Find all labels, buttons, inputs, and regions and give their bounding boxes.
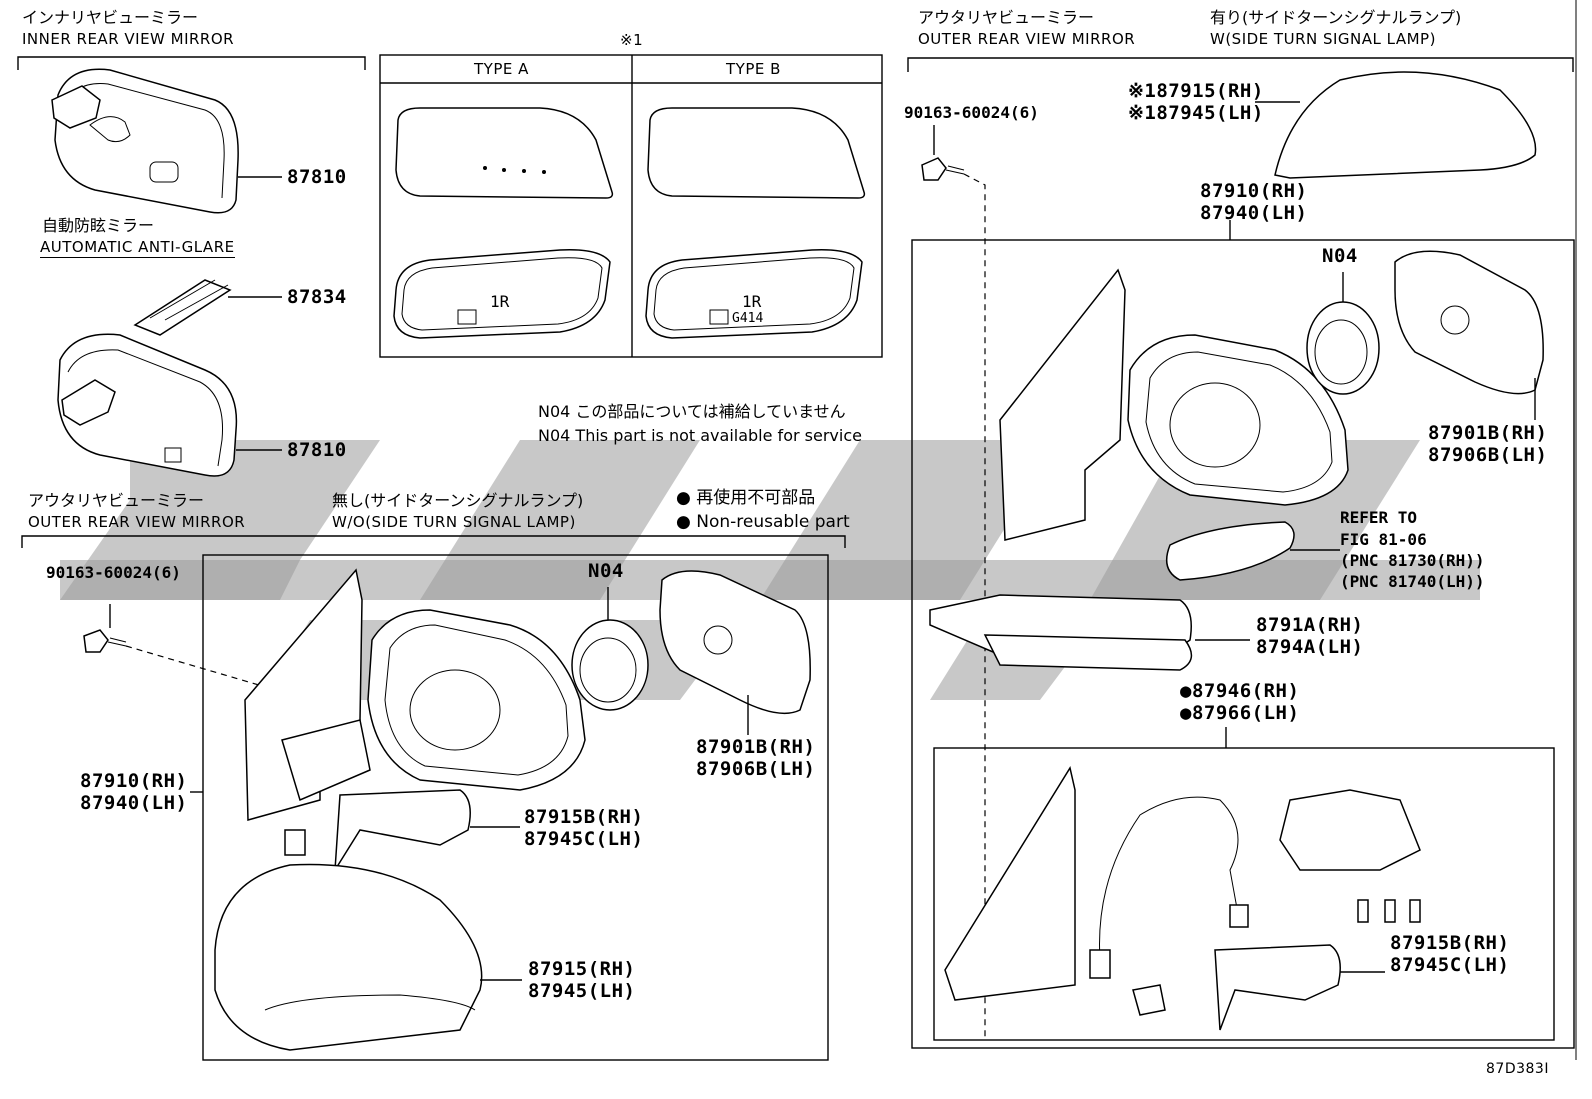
- body-lh-left: 87940(LH): [80, 792, 188, 814]
- inner-mirror-title-en: INNER REAR VIEW MIRROR: [22, 30, 235, 48]
- auto-antiglare-jp: 自動防眩ミラー: [42, 216, 155, 235]
- part-87810-bottom: 87810: [287, 439, 347, 461]
- type-b-glass: [647, 107, 866, 199]
- cap-rh-left: 87915(RH): [528, 958, 636, 980]
- glass-rh-left: 87901B(RH): [696, 736, 816, 758]
- nonreuse-note-en: ● Non-reusable part: [676, 512, 850, 532]
- inner-mirror-top-illustration: [54, 68, 239, 214]
- outer-left-sub-jp: 無し(サイドターンシグナルランプ): [332, 491, 584, 510]
- turn-signal-lamp: [1165, 521, 1295, 581]
- mirror-body-right: [999, 268, 1126, 541]
- base-rh-right: 8791A(RH): [1256, 614, 1364, 636]
- n04-label-right: N04: [1322, 245, 1358, 267]
- inner-mirror-bottom-illustration: [57, 333, 238, 477]
- outer-left-section: [21, 535, 846, 1061]
- outer-right-title-en: OUTER REAR VIEW MIRROR: [918, 30, 1136, 48]
- type-a-header: TYPE A: [474, 60, 529, 78]
- type-b-header: TYPE B: [726, 60, 781, 78]
- lower-cover-left: [334, 789, 471, 871]
- outer-right-title-jp: アウタリヤビューミラー: [918, 8, 1095, 27]
- outer-right-sub-en: W(SIDE TURN SIGNAL LAMP): [1210, 30, 1436, 48]
- body-lh-right: 87940(LH): [1200, 202, 1308, 224]
- part-87834: 87834: [287, 286, 347, 308]
- mirror-cap-right: [1274, 71, 1537, 179]
- inner-mirror-section: [17, 56, 366, 477]
- cover-c-lh-left: 87945C(LH): [524, 828, 644, 850]
- type-b-backplate: [645, 249, 863, 339]
- type-b-g414-mark: G414: [732, 311, 764, 326]
- mirror-cap-left: [214, 863, 483, 1051]
- cap-lh-left: 87945(LH): [528, 980, 636, 1002]
- outer-left-title-en: OUTER REAR VIEW MIRROR: [28, 513, 246, 531]
- mirror-housing-right: [1127, 334, 1349, 506]
- glass-rh-right: 87901B(RH): [1428, 422, 1548, 444]
- outer-left-title-jp: アウタリヤビューミラー: [28, 491, 205, 510]
- lower-cover-right: [1214, 944, 1341, 1031]
- part-87810-top: 87810: [287, 166, 347, 188]
- wire-harness-bracket: [944, 766, 1076, 1001]
- refer-line-2: FIG 81-06: [1340, 530, 1427, 549]
- n04-label-left: N04: [588, 560, 624, 582]
- outer-right-section: [907, 57, 1575, 1049]
- cover-b-rh-left: 87915B(RH): [524, 806, 644, 828]
- nonreuse-note-jp: ● 再使用不可部品: [676, 488, 816, 508]
- power-fold-motor: [1279, 789, 1421, 871]
- cap-rh-right: ※187915(RH): [1128, 80, 1264, 102]
- type-ref-mark: ※1: [620, 31, 644, 49]
- refer-line-3: (PNC 81730(RH)): [1340, 551, 1485, 570]
- wire-harness-cable: [1099, 796, 1241, 961]
- bolt-part-left: 90163-60024(6): [46, 563, 181, 582]
- cap-lh-right: ※187945(LH): [1128, 102, 1264, 124]
- actuator-n04-left: [571, 587, 649, 711]
- body-rh-right: 87910(RH): [1200, 180, 1308, 202]
- auto-antiglare-en: AUTOMATIC ANTI-GLARE: [40, 238, 235, 258]
- actuator-n04-right: [1306, 272, 1380, 395]
- type-a-glass: [395, 107, 614, 199]
- refer-line-4: (PNC 81740(LH)): [1340, 572, 1485, 591]
- n04-note-jp: N04 この部品については補給していません: [538, 402, 846, 421]
- body-rh-left: 87910(RH): [80, 770, 188, 792]
- inner-mirror-title-jp: インナリヤビューミラー: [22, 8, 199, 27]
- mirror-housing-left: [367, 609, 586, 791]
- refer-line-1: REFER TO: [1340, 508, 1418, 527]
- figure-code: 87D383I: [1486, 1061, 1549, 1077]
- glass-backplate-left: [659, 570, 811, 715]
- cover-c-lh-right: 87945C(LH): [1390, 954, 1510, 976]
- type-a-backplate: [393, 249, 611, 339]
- bolt-illustration-left: [83, 604, 127, 653]
- type-table: [379, 54, 883, 358]
- bolt-part-right: 90163-60024(6): [904, 103, 1039, 122]
- screws: [1357, 899, 1421, 923]
- base-lh-right: 8794A(LH): [1256, 636, 1364, 658]
- n04-note-en: N04 This part is not available for servi…: [538, 426, 862, 445]
- sensor-87834-illustration: [133, 279, 232, 336]
- glass-lh-right: 87906B(LH): [1428, 444, 1548, 466]
- cover-b-rh-right: 87915B(RH): [1390, 932, 1510, 954]
- wire-rh-right: ●87946(RH): [1180, 680, 1300, 702]
- outer-left-sub-en: W/O(SIDE TURN SIGNAL LAMP): [332, 513, 576, 531]
- glass-lh-left: 87906B(LH): [696, 758, 816, 780]
- type-b-1r-mark: 1R: [742, 292, 762, 311]
- wire-lh-right: ●87966(LH): [1180, 702, 1300, 724]
- outer-right-sub-jp: 有り(サイドターンシグナルランプ): [1210, 8, 1462, 27]
- bolt-illustration-right: [921, 125, 965, 181]
- type-a-1r-mark: 1R: [490, 292, 510, 311]
